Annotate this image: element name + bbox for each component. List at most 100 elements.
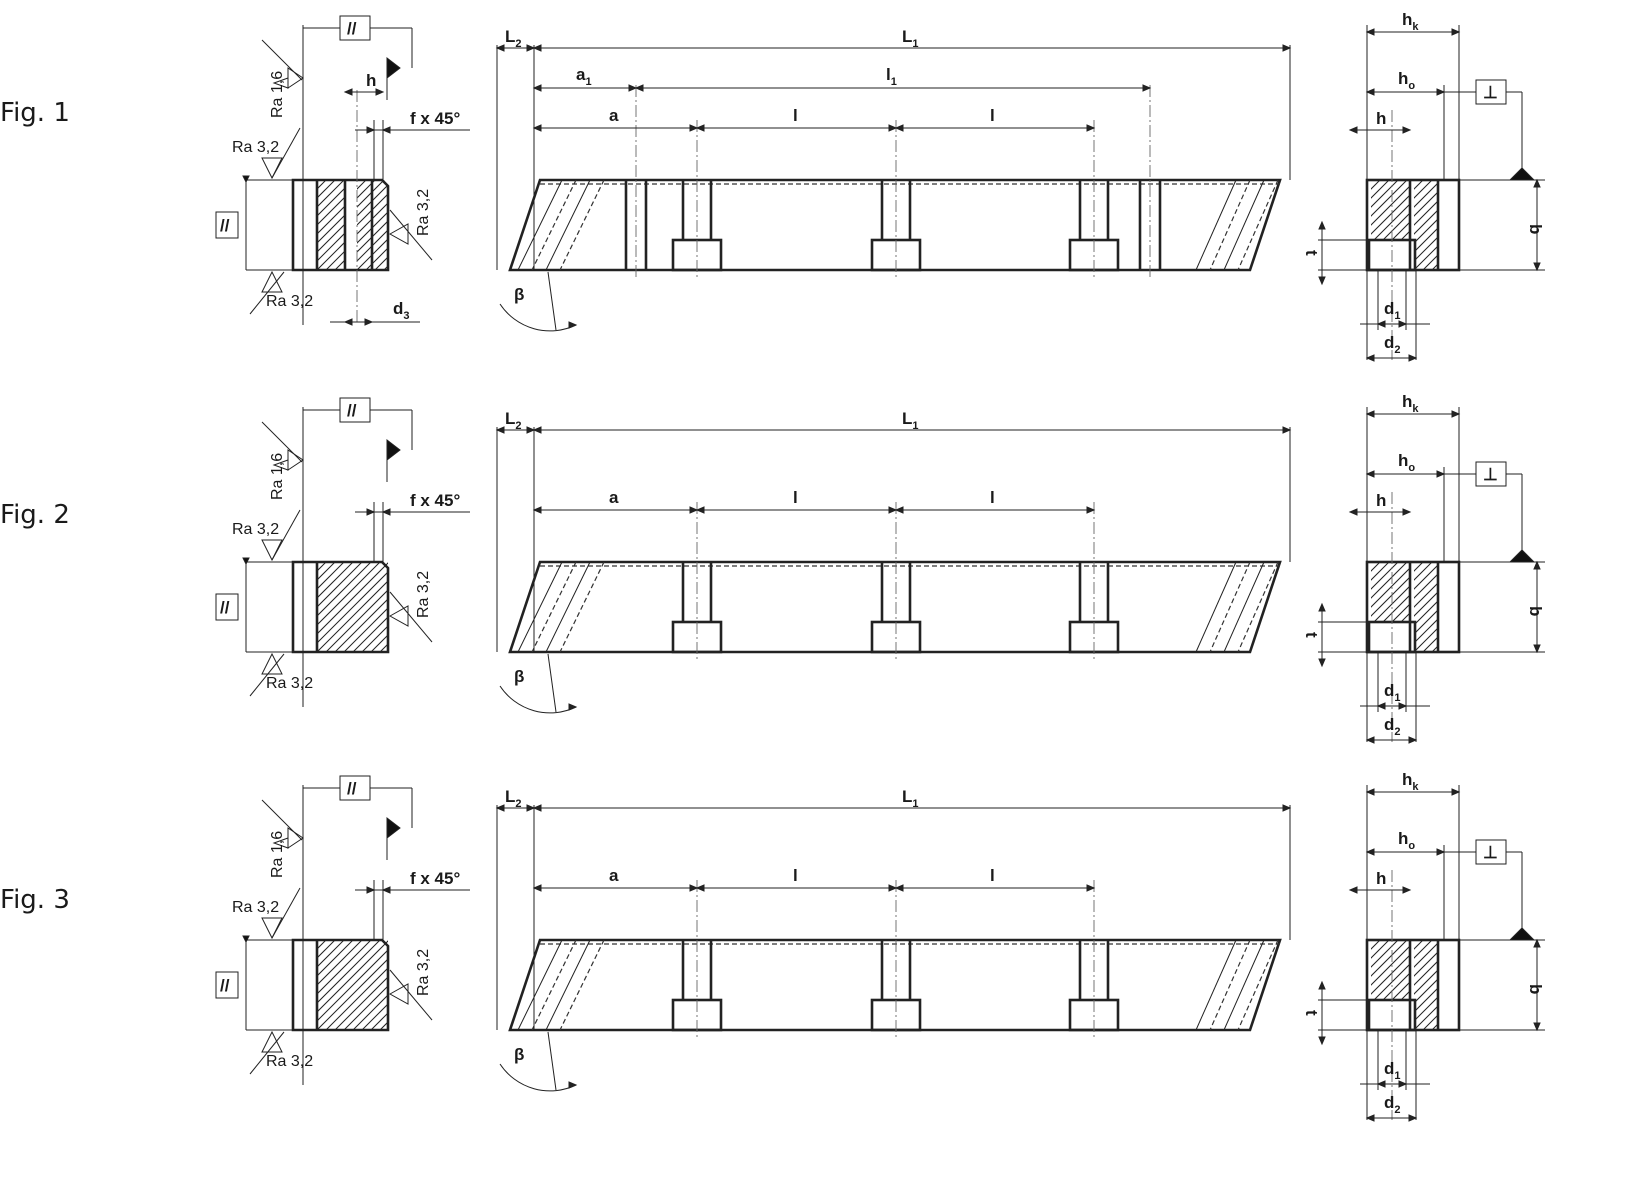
L1-label-subscript: 1 <box>912 420 918 432</box>
arrowhead <box>1408 736 1418 744</box>
hatch-line <box>1437 940 1497 1000</box>
datum-mark <box>242 935 250 944</box>
arrowhead <box>495 44 505 52</box>
end-slant-right <box>1195 939 1237 1031</box>
b-label: b <box>1526 984 1545 994</box>
hatch-line <box>357 202 388 235</box>
parallelism-frame: // <box>339 15 371 41</box>
hatch-line <box>1504 180 1594 270</box>
t-label: t <box>1302 632 1321 638</box>
arrowhead <box>1348 508 1358 516</box>
L1-label: L1 <box>902 409 919 432</box>
end-slant-right <box>1195 561 1237 653</box>
hatch-line <box>1382 972 1410 1000</box>
hatch-pattern <box>1371 940 1497 1000</box>
arrowhead <box>689 506 699 514</box>
end-slant-left <box>531 561 577 653</box>
hatch-line <box>434 940 524 1030</box>
arrowhead <box>1318 220 1326 230</box>
l-label-1: l <box>793 488 798 507</box>
d3-label: d3 <box>393 299 410 322</box>
hatch-line <box>1446 562 1506 622</box>
hatch-line <box>317 940 327 950</box>
datum-symbol: // <box>220 976 230 995</box>
roughness-leader-bottom <box>249 653 285 697</box>
hatch-line <box>1371 562 1408 599</box>
ra16-label: Ra 1,6 <box>269 831 286 878</box>
arrowhead <box>695 884 705 892</box>
arrowhead <box>568 1081 578 1089</box>
end-outline <box>1365 938 1461 1032</box>
l1-label: l1 <box>886 65 897 88</box>
hatch-pattern <box>1414 940 1438 1030</box>
datum-triangle <box>1508 549 1536 563</box>
d1-label-base: d <box>1384 299 1394 318</box>
hatch-line <box>474 180 564 270</box>
hatch-line <box>434 180 524 270</box>
hatch-line <box>425 562 515 652</box>
arrowhead <box>1436 88 1446 96</box>
arrowhead <box>1086 506 1096 514</box>
section-view: f x 45°////Ra 1,6Ra 3,2Ra 3,2Ra 3,2 <box>215 397 515 707</box>
hatch-line <box>425 180 515 270</box>
hatch-line <box>1414 1005 1438 1030</box>
ho-dimension <box>1365 848 1446 856</box>
beta-label: β <box>514 667 524 686</box>
arrowhead <box>1365 736 1375 744</box>
arrowhead <box>1348 886 1358 894</box>
a1-label-base: a <box>576 65 586 84</box>
arrowhead <box>1402 126 1412 134</box>
hole-1 <box>671 880 723 1040</box>
arrowhead <box>1282 426 1292 434</box>
ra16-label: Ra 1,6 <box>269 453 286 500</box>
d1-label-subscript: 1 <box>1394 692 1400 704</box>
roughness-triangle-top <box>261 157 283 180</box>
chamfer-label: f x 45° <box>410 869 460 888</box>
arrowhead <box>1365 788 1375 796</box>
arrowhead <box>568 703 578 711</box>
hatch-line <box>317 940 354 977</box>
a1-dimension <box>532 84 638 92</box>
hatch-line <box>1414 191 1438 217</box>
hatch-line <box>317 232 345 262</box>
hk-label-subscript: k <box>1412 403 1419 415</box>
ho-label: ho <box>1398 829 1415 852</box>
hatch-pattern <box>1371 180 1410 240</box>
ho-label-subscript: o <box>1408 462 1415 474</box>
arrowhead <box>381 126 391 134</box>
l-dimension-1 <box>695 884 898 892</box>
beta-label: β <box>514 1045 524 1064</box>
hatch-line <box>1437 562 1497 622</box>
a1-label-subscript: 1 <box>585 76 591 88</box>
datum-triangle <box>1508 927 1536 941</box>
hatch-pattern <box>317 562 515 652</box>
hatch-line <box>1414 180 1433 199</box>
ra32-right-label: Ra 3,2 <box>415 949 432 996</box>
hatch-line <box>325 967 388 1030</box>
datum-flag <box>386 816 401 840</box>
hatch-line <box>1371 940 1381 950</box>
hatch-line <box>317 562 372 617</box>
hatch-line <box>317 949 388 1022</box>
hatch-line <box>1414 236 1438 262</box>
hatch-line <box>1414 182 1438 208</box>
hatch-line <box>1391 603 1410 622</box>
hatch-line <box>361 1003 388 1030</box>
arrowhead <box>532 124 542 132</box>
parallelism-frame: // <box>339 775 371 801</box>
datum-box <box>215 971 239 999</box>
hatch-line <box>1419 940 1479 1000</box>
hatch-line <box>357 229 388 262</box>
arrowhead <box>526 804 536 812</box>
roughness-triangle-bottom <box>261 270 283 293</box>
arrowhead <box>532 84 542 92</box>
roughness-leader-right <box>389 969 433 1021</box>
b-dimension <box>1533 560 1541 654</box>
hatch-line <box>1391 981 1410 1000</box>
L1-dimension <box>532 426 1292 434</box>
end-slant-left <box>517 939 563 1031</box>
arrowhead <box>1408 354 1418 362</box>
end-slant-right <box>1223 939 1265 1031</box>
arrowhead <box>1348 126 1358 134</box>
parallelism-frame: // <box>339 397 371 423</box>
